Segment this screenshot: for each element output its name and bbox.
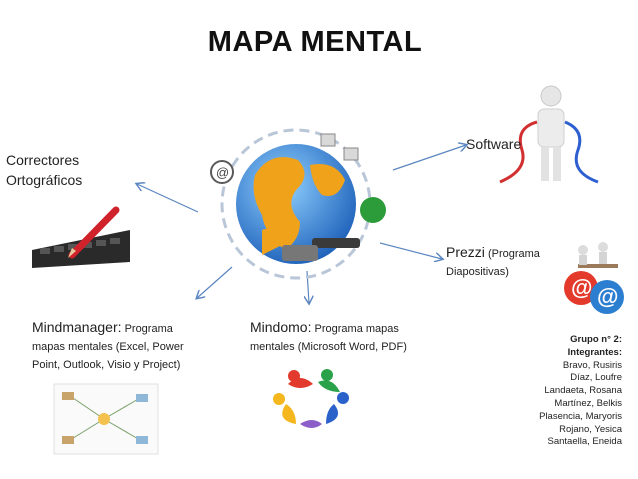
globe-icon: @ xyxy=(210,128,386,280)
node-mindmanager-desc1: Programa xyxy=(124,323,173,335)
group-member: Landaeta, Rosana xyxy=(544,385,622,397)
group-member: Martínez, Belkis xyxy=(554,397,622,409)
node-mindmanager-desc3: Point, Outlook, Visio y Project) xyxy=(32,359,181,371)
email-people-icon: @ @ xyxy=(564,242,624,314)
group-member: Díaz, Loufre xyxy=(570,372,622,384)
node-mindomo: Mindomo: Programa mapas mentales (Micros… xyxy=(250,318,450,356)
node-mindomo-desc1: Programa mapas xyxy=(314,323,399,335)
node-mindmanager-desc2: mapas mentales (Excel, Power xyxy=(32,341,184,353)
arrow-to-correctores xyxy=(137,184,199,213)
node-prezzi-name: Prezzi xyxy=(446,244,485,260)
group-header-2: Integrantes: xyxy=(567,346,622,358)
node-mindmanager-name: Mindmanager: xyxy=(32,319,122,335)
svg-text:@: @ xyxy=(216,165,229,180)
node-software: Software xyxy=(466,136,522,152)
node-prezzi-desc1: (Programa xyxy=(487,248,540,260)
node-correctores-line1: Correctores xyxy=(6,152,80,168)
page-title: MAPA MENTAL xyxy=(207,26,423,58)
node-mindomo-name: Mindomo: xyxy=(250,319,312,335)
node-prezzi-desc2: Diapositivas) xyxy=(446,266,509,278)
arrow-to-mindmanager xyxy=(197,266,233,298)
node-mindmanager: Mindmanager: Programa mapas mentales (Ex… xyxy=(32,318,222,374)
svg-text:@: @ xyxy=(597,284,618,309)
node-mindomo-desc2: mentales (Microsoft Word, PDF) xyxy=(250,341,407,353)
node-correctores-line2: Ortográficos xyxy=(6,172,83,188)
pencil-keyboard-icon xyxy=(32,206,130,268)
group-member: Bravo, Rusiris xyxy=(562,359,622,371)
group-members-box: Grupo n° 2: Integrantes: Bravo, Rusiris … xyxy=(492,334,622,449)
people-circle-icon xyxy=(273,369,349,428)
group-member: Rojano, Yesica xyxy=(559,423,622,435)
arrow-to-software xyxy=(392,145,466,171)
node-prezzi: Prezzi (Programa Diapositivas) xyxy=(446,243,540,281)
node-correctores: Correctores Ortográficos xyxy=(6,150,82,190)
group-member: Santaella, Eneida xyxy=(547,436,622,448)
group-member: Plasencia, Maryoris xyxy=(539,410,622,422)
arrow-to-prezzi xyxy=(379,242,442,259)
mindmap-thumbnail-icon xyxy=(53,383,159,455)
group-header-1: Grupo n° 2: xyxy=(570,334,622,345)
robot-cables-icon xyxy=(499,85,599,184)
svg-text:@: @ xyxy=(571,275,592,300)
